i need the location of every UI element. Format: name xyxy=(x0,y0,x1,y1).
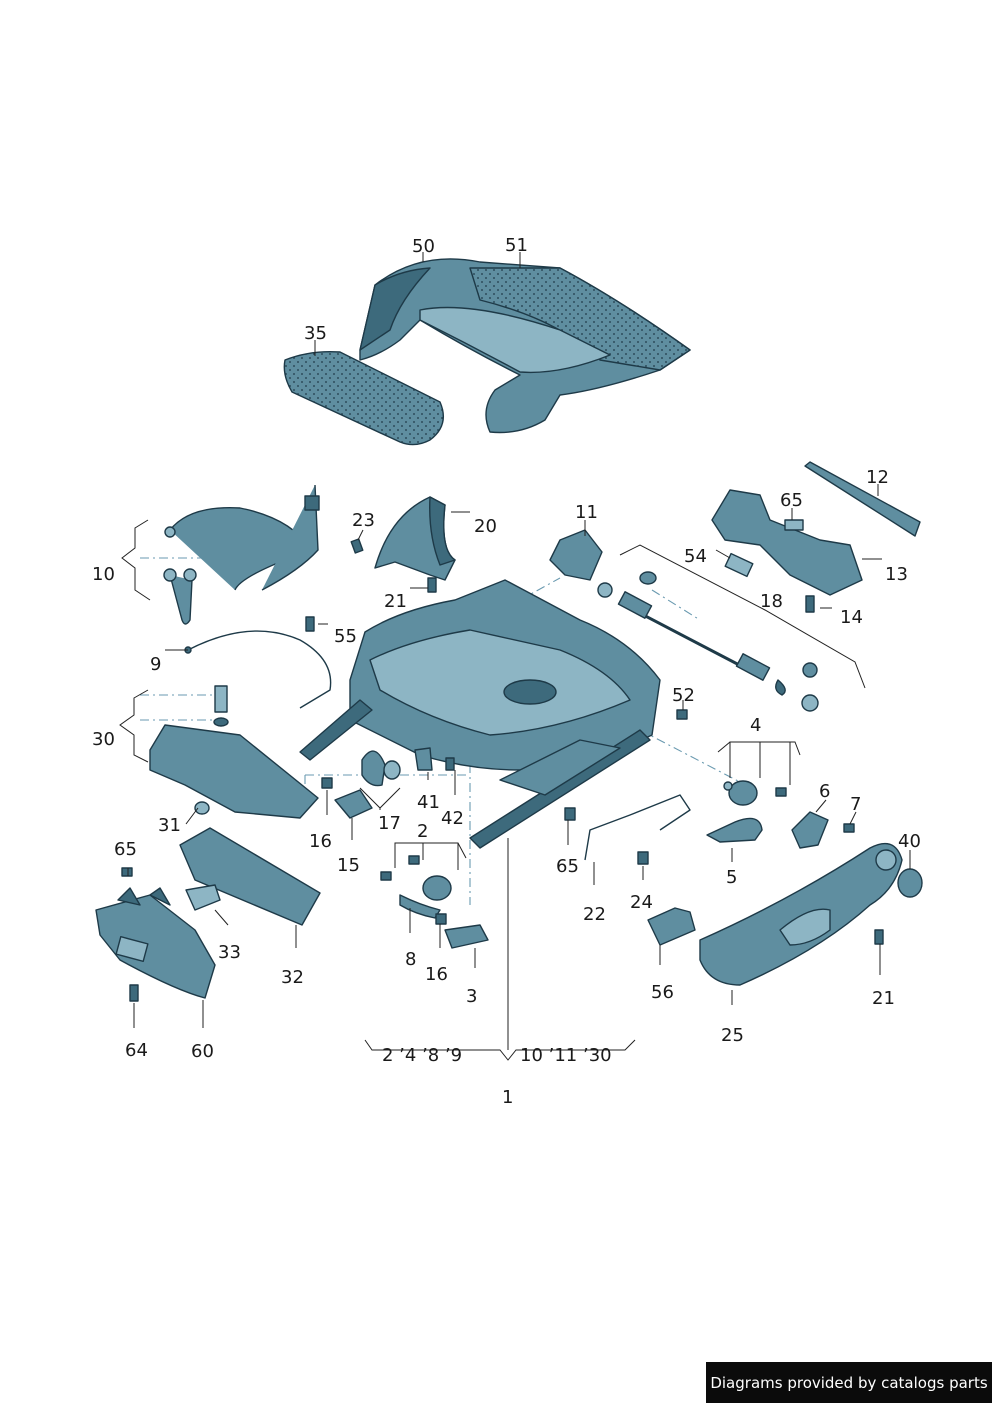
callout-64: 64 xyxy=(125,1040,148,1061)
cover-20 xyxy=(374,496,456,581)
motor-bracket xyxy=(711,489,863,613)
group-label-1-right: 10 ’11 ’30 xyxy=(520,1045,612,1066)
callout-55: 55 xyxy=(334,626,357,647)
callout-65-top: 65 xyxy=(780,490,803,511)
callout-1: 1 xyxy=(502,1087,513,1108)
leader-lines xyxy=(119,252,911,1061)
callout-60: 60 xyxy=(191,1041,214,1062)
callout-22: 22 xyxy=(583,904,606,925)
front-trim-32 xyxy=(179,827,321,926)
callout-3: 3 xyxy=(466,986,477,1007)
callout-4: 4 xyxy=(750,715,761,736)
callout-16-center: 16 xyxy=(425,964,448,985)
side-trim-panel xyxy=(699,842,923,986)
callout-11: 11 xyxy=(575,502,598,523)
callout-41: 41 xyxy=(417,792,440,813)
motor-assembly-4 xyxy=(706,780,829,849)
rear-rail-22 xyxy=(564,794,691,861)
callout-51: 51 xyxy=(505,235,528,256)
seat-frame xyxy=(299,579,661,849)
callout-5: 5 xyxy=(726,867,737,888)
callout-18: 18 xyxy=(760,591,783,612)
callout-20: 20 xyxy=(474,516,497,537)
bowden-cables xyxy=(163,484,320,625)
callout-12: 12 xyxy=(866,467,889,488)
callout-24: 24 xyxy=(630,892,653,913)
callout-50: 50 xyxy=(412,236,435,257)
seat-cushion-foam xyxy=(359,258,691,434)
callout-21-top: 21 xyxy=(384,591,407,612)
group-label-1-left: 2 ’4 ’8 ’9 xyxy=(382,1045,462,1066)
callout-14: 14 xyxy=(840,607,863,628)
callout-52: 52 xyxy=(672,685,695,706)
storage-tray-60 xyxy=(95,867,216,999)
callout-21-bottom: 21 xyxy=(872,988,895,1009)
callout-23: 23 xyxy=(352,510,375,531)
callout-9: 9 xyxy=(150,654,161,675)
callout-42: 42 xyxy=(441,808,464,829)
callout-65-left: 65 xyxy=(114,839,137,860)
callout-32: 32 xyxy=(281,967,304,988)
motor-56 xyxy=(647,907,696,946)
callout-7: 7 xyxy=(850,794,861,815)
callout-labels: 50 51 35 12 65 13 14 54 18 11 20 23 21 1… xyxy=(92,235,921,1108)
small-parts-center xyxy=(321,747,433,819)
callout-8: 8 xyxy=(405,949,416,970)
callout-33: 33 xyxy=(218,942,241,963)
callout-10: 10 xyxy=(92,564,115,585)
fasteners xyxy=(129,538,884,1002)
motor-assembly-2 xyxy=(399,875,489,949)
callout-25: 25 xyxy=(721,1025,744,1046)
callout-16-left: 16 xyxy=(309,831,332,852)
callout-40: 40 xyxy=(898,831,921,852)
callout-31: 31 xyxy=(158,815,181,836)
credit-banner: Diagrams provided by catalogs parts xyxy=(706,1362,992,1403)
callout-30: 30 xyxy=(92,729,115,750)
callout-56: 56 xyxy=(651,982,674,1003)
seat-pan-plate xyxy=(149,685,319,819)
callout-17: 17 xyxy=(378,813,401,834)
adjustment-rod xyxy=(597,571,819,712)
callout-2: 2 xyxy=(417,821,428,842)
callout-35: 35 xyxy=(304,323,327,344)
callout-6: 6 xyxy=(819,781,830,802)
bracket-11 xyxy=(549,529,603,581)
cable-9 xyxy=(184,630,332,709)
callout-13: 13 xyxy=(885,564,908,585)
trim-strip xyxy=(804,461,921,537)
cushion-extension xyxy=(283,350,444,446)
callout-15: 15 xyxy=(337,855,360,876)
callout-65-center: 65 xyxy=(556,856,579,877)
callout-54: 54 xyxy=(684,546,707,567)
